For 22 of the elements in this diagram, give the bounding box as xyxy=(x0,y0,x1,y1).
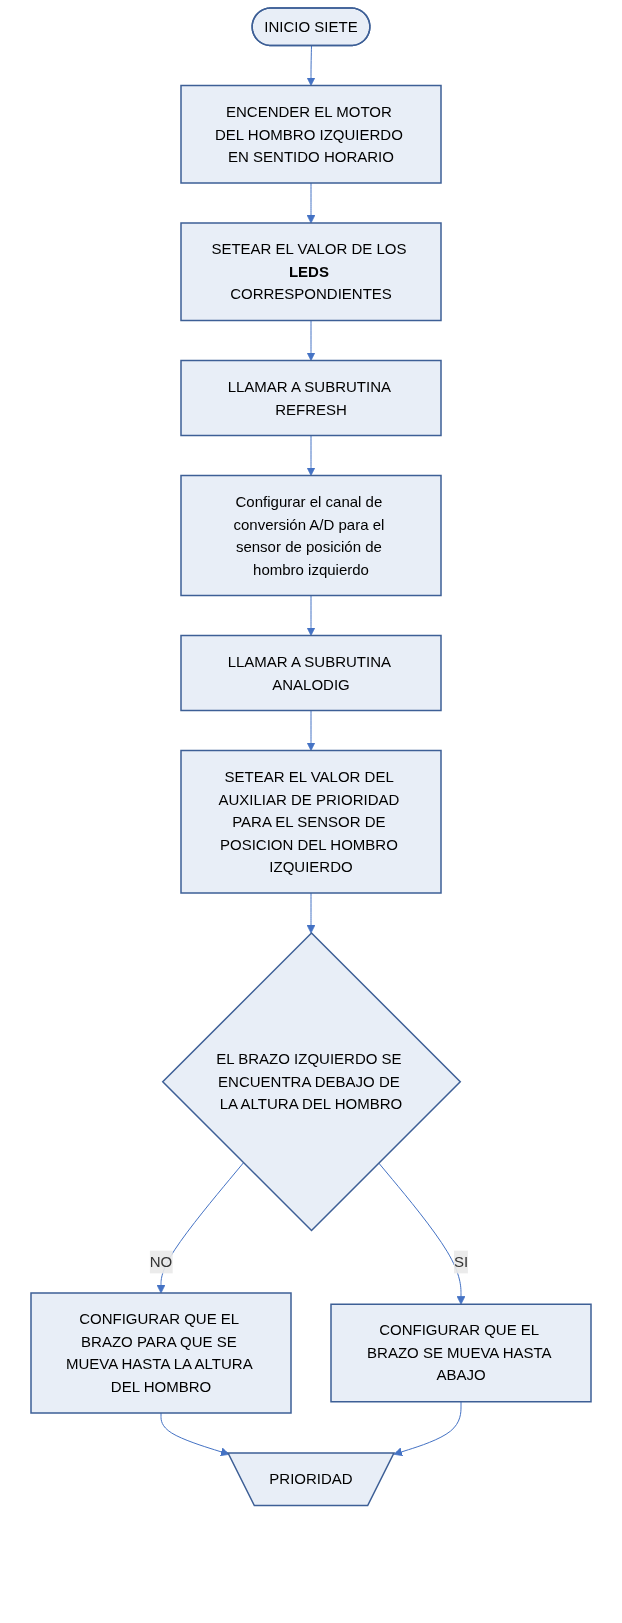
arrow xyxy=(378,1162,466,1305)
node-box: CONFIGURAR QUE EL BRAZO PARA QUE SE MUEVA HASTA LA ALTURA DEL HOMBRO xyxy=(30,1292,292,1414)
node-box: SETEAR EL VALOR DEL AUXILIAR DE PRIORIDAD PARA EL SENSOR DE POSICION DEL HOMBRO IZQUIERDO xyxy=(180,749,442,894)
node-box: LLAMAR A SUBRUTINA ANALODIG xyxy=(180,634,442,712)
node-box: LLAMAR A SUBRUTINA REFRESH xyxy=(180,359,442,437)
arrow xyxy=(160,1412,230,1457)
arrow xyxy=(306,710,316,751)
arrow xyxy=(306,182,316,224)
arrow xyxy=(393,1401,462,1457)
node-diamond: EL BRAZO IZQUIERDO SE ENCUENTRA DEBAJO DE LA ALTURA DEL HOMBRO xyxy=(161,931,462,1232)
arrow xyxy=(306,892,316,934)
arrow xyxy=(306,435,316,476)
edge-label: NO xyxy=(149,1252,173,1270)
node-box: Configurar el canal de conversión A/D para el sensor de posición de hombro izquierdo xyxy=(180,474,442,597)
node-box: SETEAR EL VALOR DE LOS LEDS CORRESPONDIENTES xyxy=(180,222,442,322)
arrow xyxy=(156,1162,244,1294)
edge-label: SI xyxy=(453,1252,469,1270)
arrow xyxy=(306,595,316,636)
node-box: CONFIGURAR QUE EL BRAZO SE MUEVA HASTA ABAJO xyxy=(330,1303,592,1403)
arrow xyxy=(306,45,316,86)
node-box: ENCENDER EL MOTOR DEL HOMBRO IZQUIERDO EN SENTIDO HORARIO xyxy=(180,84,442,184)
arrow xyxy=(306,320,316,361)
